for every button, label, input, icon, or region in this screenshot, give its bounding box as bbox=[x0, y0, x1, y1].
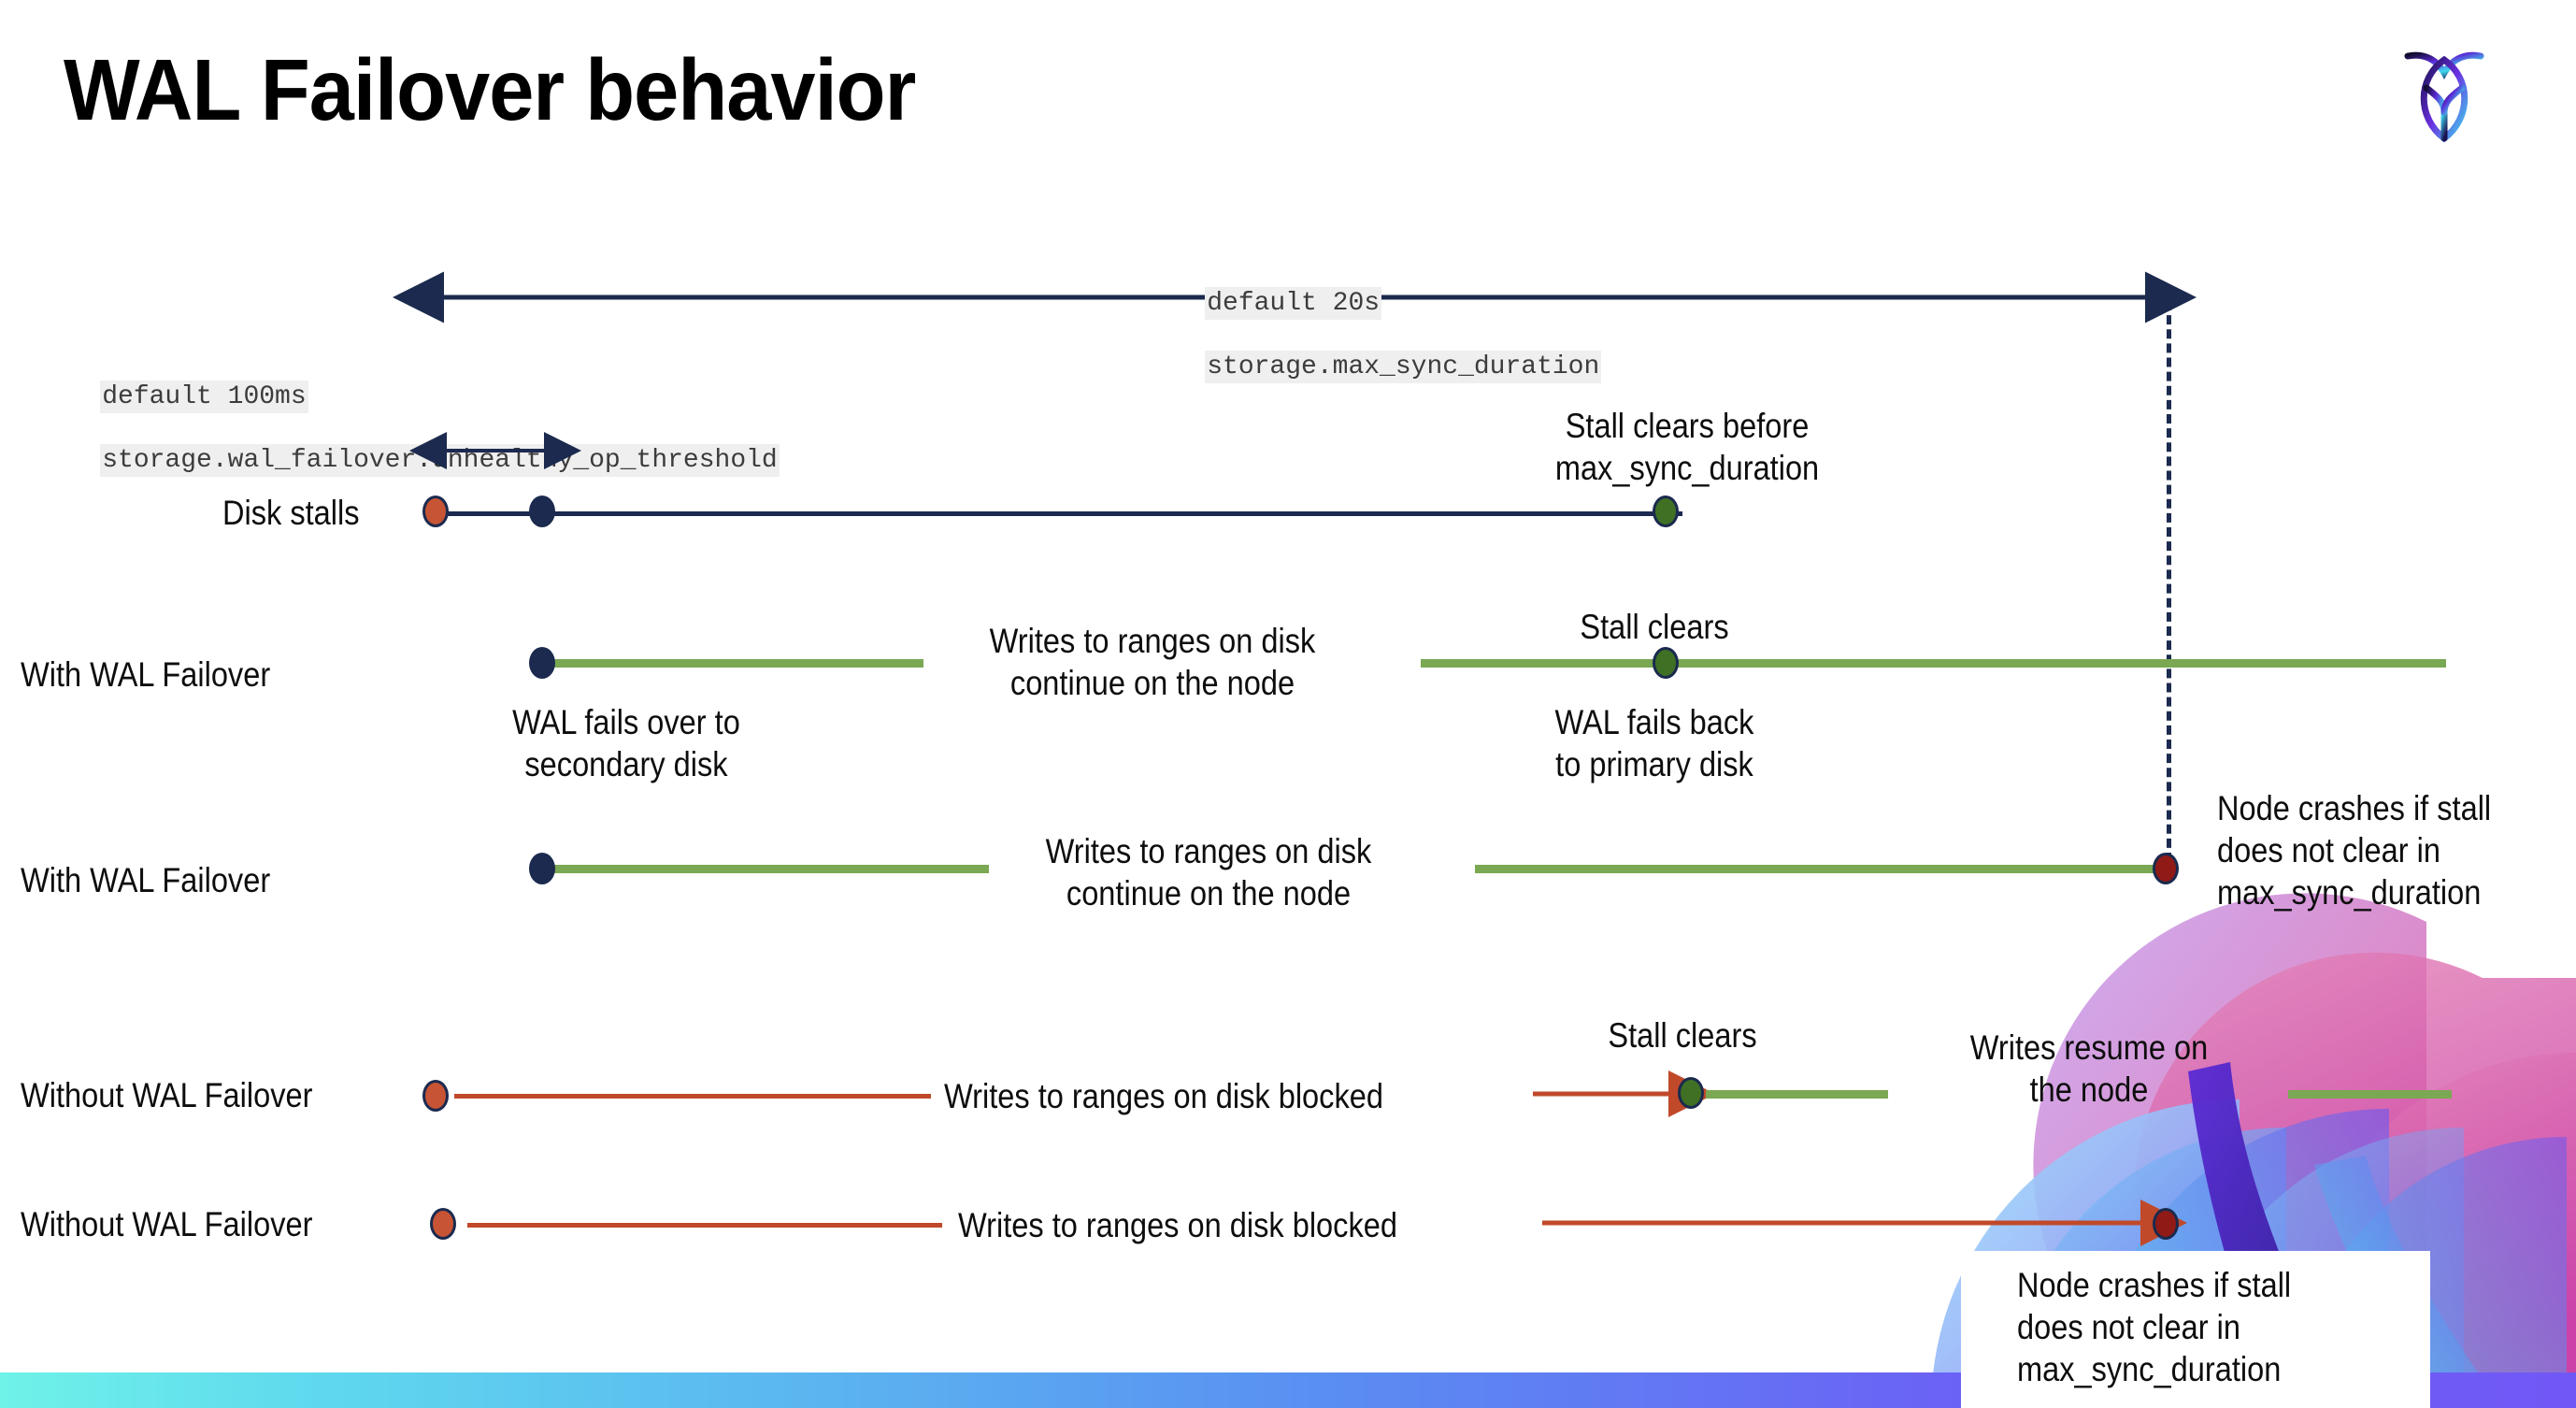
note-writes-resume: Writes resume on the node bbox=[1969, 1028, 2209, 1110]
without-wal-failover-1-resumed-tail bbox=[2288, 1090, 2452, 1099]
disk-stall-start-marker bbox=[422, 496, 449, 527]
note-writes-blocked-1: Writes to ranges on disk blocked bbox=[944, 1077, 1383, 1115]
disk-stalls-timeline bbox=[439, 511, 1682, 516]
disk-stall-unhealthy-marker bbox=[529, 496, 555, 527]
note-stall-clears-2: Stall clears bbox=[1608, 1016, 1757, 1055]
without-wal-failover-1-clears-marker bbox=[1678, 1077, 1704, 1109]
max-sync-duration-setting: storage.max_sync_duration bbox=[1205, 351, 1602, 383]
wal-failover-start-marker-2 bbox=[529, 853, 555, 884]
row-label-disk-stalls: Disk stalls bbox=[222, 494, 360, 532]
note-wal-fails-back: WAL fails back to primary disk bbox=[1554, 703, 1754, 784]
without-wal-failover-2-start-marker bbox=[430, 1208, 456, 1240]
note-wal-fails-over: WAL fails over to secondary disk bbox=[512, 703, 740, 784]
with-wal-failover-1-segment-a bbox=[540, 659, 923, 668]
unhealthy-op-threshold-default: default 100ms bbox=[100, 381, 308, 413]
row-label-with-wal-failover-1: With WAL Failover bbox=[21, 655, 271, 694]
note-stall-clears-before-max-sync: Stall clears before max_sync_duration bbox=[1554, 407, 1820, 488]
max-sync-duration-dashed-guide bbox=[2167, 301, 2171, 862]
note-writes-continue-1: Writes to ranges on disk continue on the… bbox=[989, 622, 1316, 703]
node-crash-caption-backdrop bbox=[1961, 1251, 2430, 1408]
row-label-with-wal-failover-2: With WAL Failover bbox=[21, 861, 271, 899]
cockroach-labs-logo-icon bbox=[2393, 34, 2496, 155]
row-label-without-wal-failover-1: Without WAL Failover bbox=[21, 1076, 313, 1114]
disk-stall-clears-marker bbox=[1653, 496, 1679, 527]
wal-failback-marker-1 bbox=[1653, 647, 1679, 679]
row-label-without-wal-failover-2: Without WAL Failover bbox=[21, 1205, 313, 1243]
note-node-crashes-1: Node crashes if stall does not clear in … bbox=[2217, 789, 2492, 912]
unhealthy-op-threshold-span-arrow bbox=[409, 432, 581, 469]
without-wal-failover-1-resumed bbox=[1706, 1090, 1888, 1099]
max-sync-duration-default: default 20s bbox=[1205, 287, 1382, 320]
unhealthy-op-threshold-callout: default 100ms storage.wal_failover.unhea… bbox=[37, 350, 780, 508]
note-stall-clears-1: Stall clears bbox=[1580, 608, 1729, 646]
max-sync-duration-callout: default 20s storage.max_sync_duration bbox=[1142, 256, 1602, 414]
wal-failover-start-marker-1 bbox=[529, 647, 555, 679]
without-wal-failover-1-blocked-arrow bbox=[1533, 1070, 1715, 1117]
page-title: WAL Failover behavior bbox=[64, 41, 916, 138]
with-wal-failover-2-segment-b bbox=[1475, 865, 2168, 873]
note-writes-continue-2: Writes to ranges on disk continue on the… bbox=[1045, 832, 1372, 913]
node-crash-marker-2 bbox=[2153, 1208, 2179, 1240]
note-node-crashes-2: Node crashes if stall does not clear in … bbox=[2017, 1266, 2292, 1389]
with-wal-failover-2-segment-a bbox=[540, 865, 989, 873]
without-wal-failover-1-start-marker bbox=[422, 1080, 449, 1112]
without-wal-failover-1-blocked-a bbox=[454, 1094, 931, 1099]
with-wal-failover-1-segment-b bbox=[1421, 659, 2446, 668]
without-wal-failover-2-blocked-a bbox=[467, 1223, 942, 1228]
note-writes-blocked-2: Writes to ranges on disk blocked bbox=[958, 1206, 1397, 1244]
node-crash-marker-1 bbox=[2153, 853, 2179, 884]
without-wal-failover-2-blocked-arrow bbox=[1542, 1200, 2187, 1246]
